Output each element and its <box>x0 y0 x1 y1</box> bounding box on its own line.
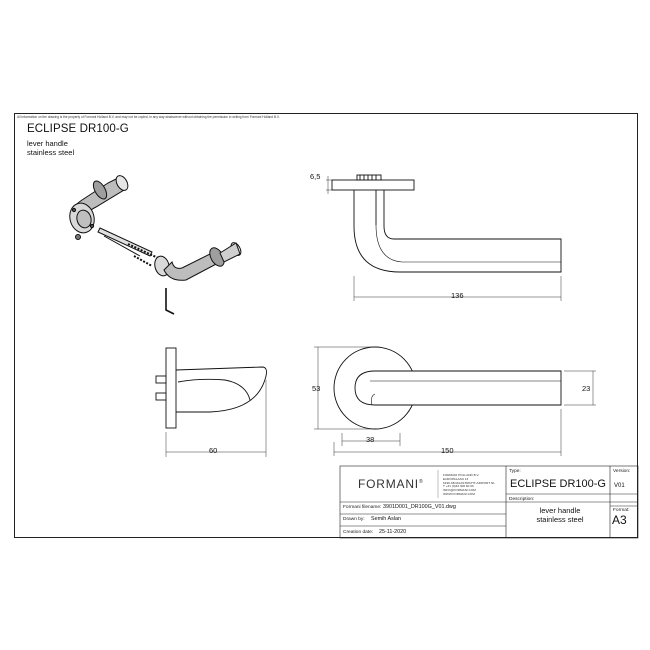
subtitle-material: stainless steel <box>27 148 75 157</box>
creation-date-value: 25-11-2020 <box>379 529 407 535</box>
dim-offset: 38 <box>366 435 375 444</box>
type-label: Type: <box>509 469 521 474</box>
brand-logo: FORMANI® <box>358 477 424 491</box>
company-address: FORMANI HOLLAND B.V. EUROPALAAN 13 6199 … <box>443 473 495 496</box>
dimension-lines <box>165 176 596 457</box>
top-view <box>331 174 562 273</box>
drawn-by-label: Drawn by: <box>343 517 365 522</box>
description-line-2: stainless steel <box>536 515 584 524</box>
drawing-sheet-border <box>14 113 638 538</box>
dim-height: 53 <box>312 384 321 393</box>
format-value: A3 <box>612 513 627 527</box>
dim-projection: 60 <box>209 446 218 455</box>
description-label: Description: <box>509 497 535 502</box>
dim-rose-thickness: 6,5 <box>310 172 321 181</box>
subtitle-product-type: lever handle <box>27 139 68 148</box>
type-value: ECLIPSE DR100-G <box>510 478 606 490</box>
version-label: Version: <box>613 469 631 474</box>
creation-date-label: Creation date: <box>343 530 374 535</box>
description-line-1: lever handle <box>539 506 581 515</box>
filename-value: 3901D001_DR100G_V01.dwg <box>383 504 456 510</box>
drawn-by-value: Semih Aslan <box>371 516 401 522</box>
dim-overall: 150 <box>441 446 454 455</box>
title-block-grid <box>339 465 639 539</box>
format-label: Format: <box>613 508 630 513</box>
exploded-3d-view <box>69 175 242 315</box>
side-view <box>155 347 267 429</box>
front-view <box>333 346 562 430</box>
drawing-title: ECLIPSE DR100-G <box>27 123 129 135</box>
filename-label: Formani filename: <box>343 505 382 510</box>
dim-length: 136 <box>451 291 464 300</box>
dim-lever-height: 23 <box>582 384 591 393</box>
version-value: V01 <box>614 483 625 489</box>
copyright-disclaimer: All information on the drawing is the pr… <box>17 115 280 119</box>
